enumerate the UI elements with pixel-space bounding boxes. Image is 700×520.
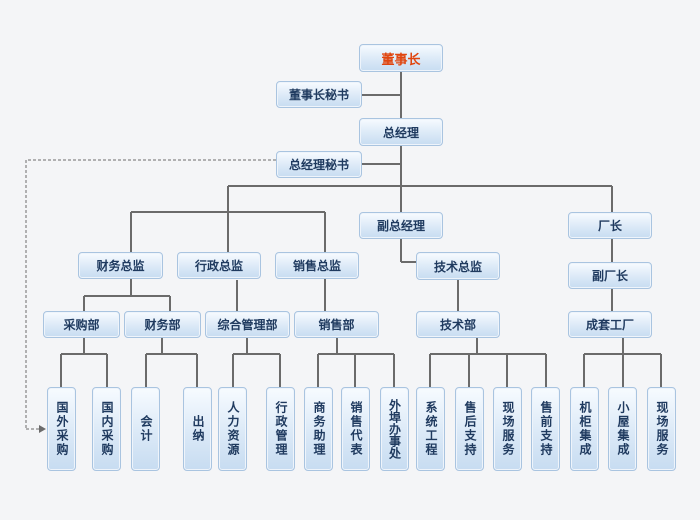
leaf-system-engineering: 系统工程 xyxy=(416,387,445,471)
leaf-onsite-service-plant: 现场服务 xyxy=(647,387,676,471)
leaf-out-of-town-office: 外埠办事处 xyxy=(380,387,409,471)
node-general-manager: 总经理 xyxy=(359,118,443,146)
node-assembly-plant: 成套工厂 xyxy=(568,311,652,338)
node-sales-dept: 销售部 xyxy=(294,311,379,338)
leaf-admin-management: 行政管理 xyxy=(266,387,295,471)
node-factory-director: 厂长 xyxy=(568,212,652,239)
leaf-shelter-integration: 小屋集成 xyxy=(608,387,637,471)
leaf-pre-sales-support: 售前支持 xyxy=(531,387,560,471)
node-vice-gm: 副总经理 xyxy=(359,212,443,239)
leaf-human-resources: 人力资源 xyxy=(218,387,247,471)
node-tech-director: 技术总监 xyxy=(416,252,500,280)
node-sales-director: 销售总监 xyxy=(275,252,359,279)
node-general-admin-dept: 综合管理部 xyxy=(205,311,290,338)
node-gm-secretary: 总经理秘书 xyxy=(276,151,362,178)
leaf-business-assistant: 商务助理 xyxy=(304,387,333,471)
leaf-onsite-service-tech: 现场服务 xyxy=(493,387,522,471)
leaf-cashier: 出纳 xyxy=(183,387,212,471)
node-purchasing-dept: 采购部 xyxy=(43,311,120,338)
node-vice-factory-director: 副厂长 xyxy=(568,262,652,289)
leaf-sales-rep: 销售代表 xyxy=(341,387,370,471)
node-finance-director: 财务总监 xyxy=(78,252,163,279)
leaf-cabinet-integration: 机柜集成 xyxy=(570,387,599,471)
node-chairman: 董事长 xyxy=(359,44,443,72)
leaf-foreign-purchasing: 国外采购 xyxy=(47,387,76,471)
node-tech-dept: 技术部 xyxy=(416,311,500,338)
node-admin-director: 行政总监 xyxy=(177,252,261,279)
leaf-domestic-purchasing: 国内采购 xyxy=(92,387,121,471)
leaf-accounting: 会计 xyxy=(131,387,160,471)
leaf-after-sales-support: 售后支持 xyxy=(455,387,484,471)
node-finance-dept: 财务部 xyxy=(124,311,201,338)
node-chairman-secretary: 董事长秘书 xyxy=(276,81,362,108)
